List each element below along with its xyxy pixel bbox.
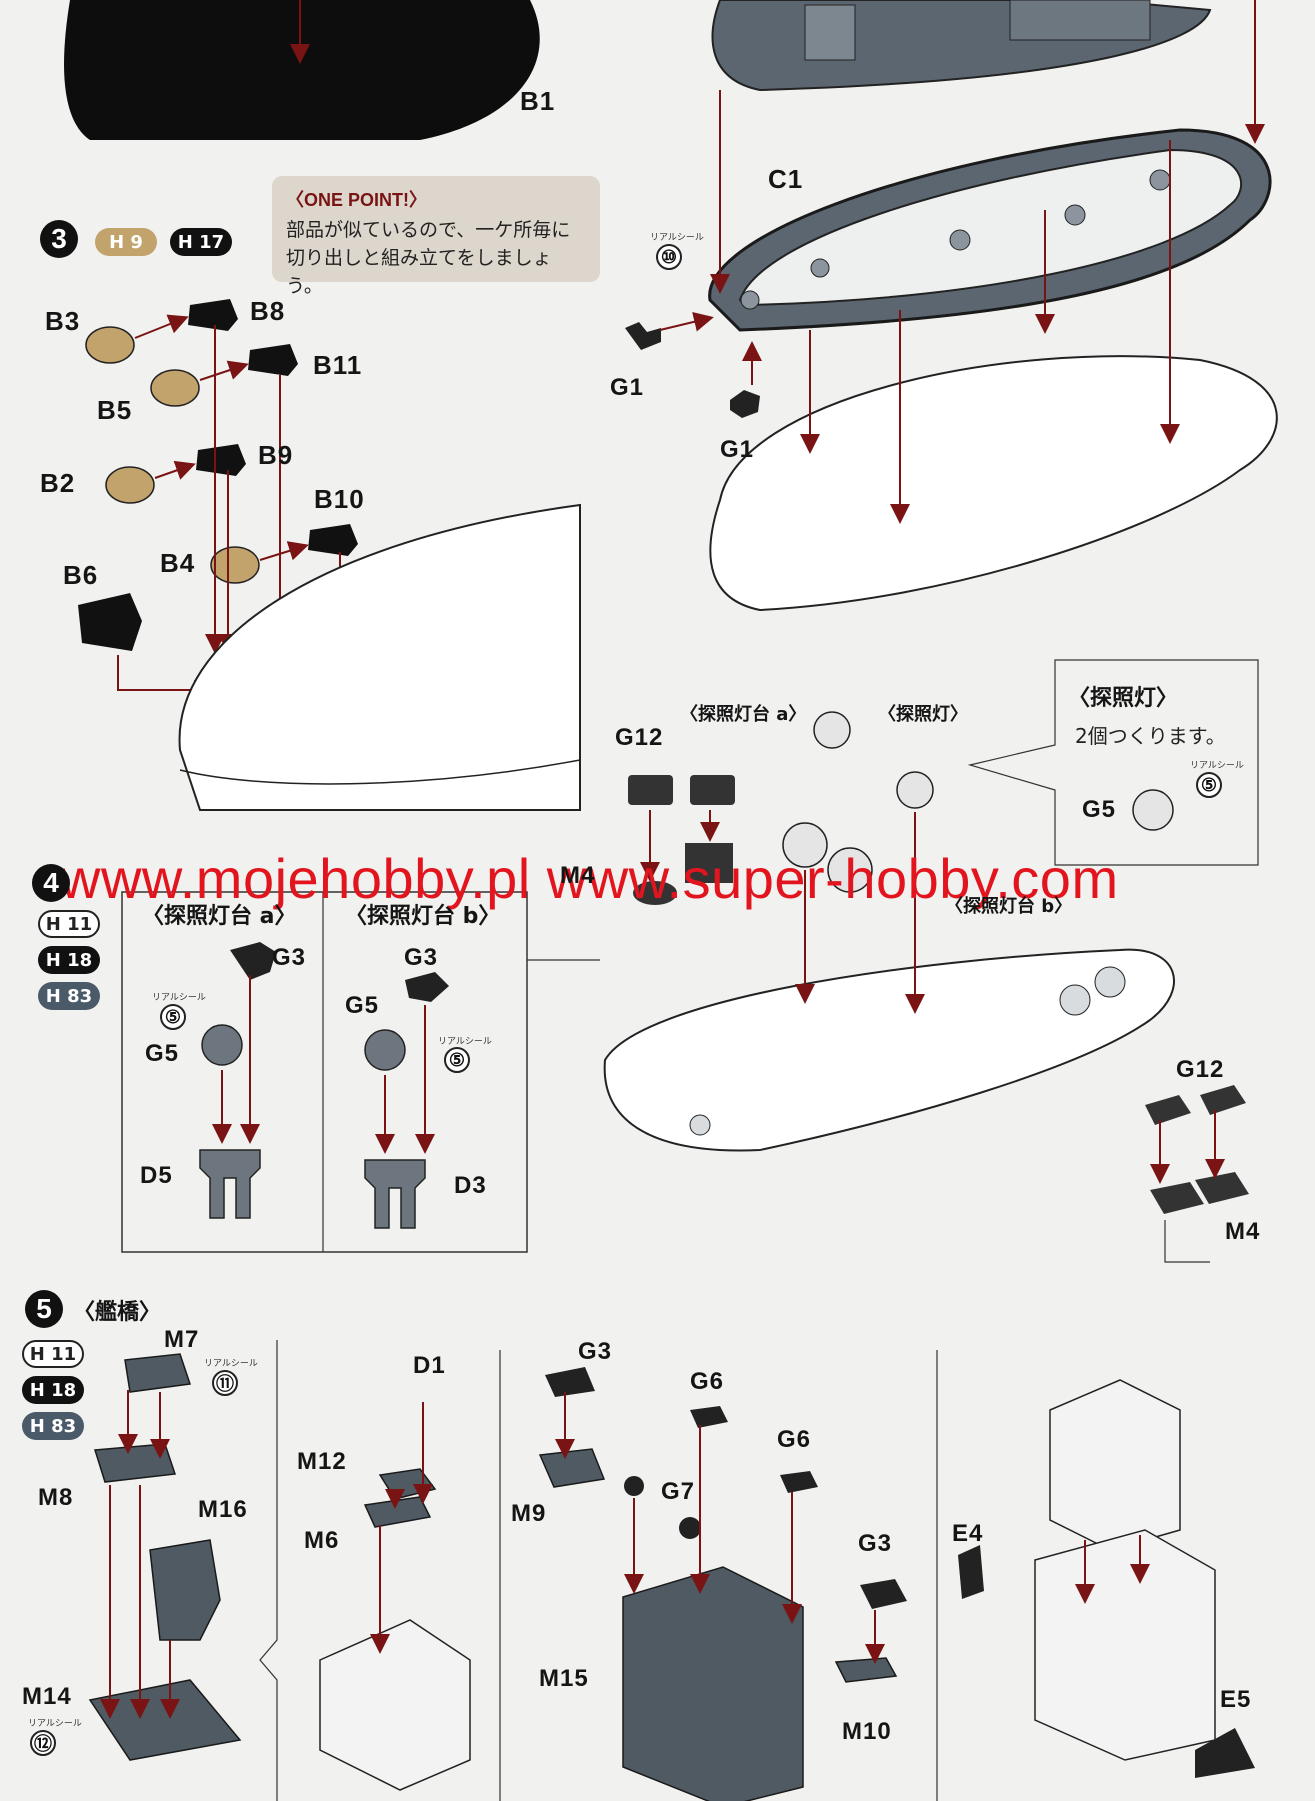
paint-chip-h11: H 11 (38, 910, 100, 938)
step-5-title: 〈艦橋〉 (73, 1300, 162, 1325)
sticker-11: ⑪ (212, 1370, 238, 1396)
part-label-m10: M10 (842, 1718, 892, 1745)
part-label-b3: B3 (45, 306, 81, 336)
bridge-white-b (1049, 1379, 1181, 1551)
sticker-caption-11: リアルシール (204, 1359, 258, 1369)
part-label-g1-bottom: G1 (720, 436, 755, 463)
paint-chip-h18-step5: H 18 (22, 1376, 84, 1404)
bridge-white-a (319, 1619, 471, 1791)
part-label-g5-b: G5 (345, 992, 380, 1019)
part-label-b2: B2 (40, 468, 76, 498)
part-label-g3-step5-a: G3 (578, 1338, 613, 1365)
lower-hull-shape (709, 355, 1278, 612)
part-label-d5: D5 (140, 1162, 173, 1189)
subtitle-searchlight-platform-b-mid: 〈探照灯台 b〉 (945, 896, 1073, 917)
part-label-b5: B5 (97, 395, 133, 425)
subtitle-searchlight-callout: 〈探照灯〉 (1068, 686, 1179, 711)
part-label-d1: D1 (413, 1352, 446, 1379)
step-4-number: 4 (32, 864, 70, 902)
part-label-b1: B1 (520, 86, 556, 116)
bridge-white-c (1034, 1529, 1216, 1761)
paint-chip-h11-step5: H 11 (22, 1340, 84, 1368)
searchlight-callout-text: 2個つくります。 (1075, 724, 1226, 748)
step4-hull-shape (603, 948, 1175, 1152)
part-label-g3-a: G3 (272, 944, 307, 971)
step-3-number: 3 (40, 220, 78, 258)
part-label-g3-step5-b: G3 (858, 1530, 893, 1557)
sticker-caption-12: リアルシール (28, 1719, 82, 1729)
part-label-m7: M7 (164, 1326, 200, 1353)
part-label-d3: D3 (454, 1172, 487, 1199)
step4-panel (121, 891, 528, 1253)
sticker-10: ⑩ (656, 244, 682, 270)
subtitle-searchlight-platform-b: 〈探照灯台 b〉 (345, 904, 501, 929)
step-5-number: 5 (25, 1290, 63, 1328)
part-label-e4: E4 (952, 1520, 984, 1547)
paint-chip-h9: H 9 (95, 228, 157, 256)
part-b1-shape (64, 0, 540, 140)
part-label-m4-right: M4 (1225, 1218, 1261, 1245)
part-label-e5: E5 (1220, 1686, 1252, 1713)
part-label-b9: B9 (258, 440, 294, 470)
searchlight-callout-box (967, 659, 1259, 866)
part-label-b6: B6 (63, 560, 99, 590)
part-label-g12-right: G12 (1176, 1056, 1225, 1083)
part-label-m16: M16 (198, 1496, 248, 1523)
part-label-g5-a: G5 (145, 1040, 180, 1067)
part-label-m8: M8 (38, 1484, 74, 1511)
sticker-5-b: ⑤ (444, 1047, 470, 1073)
part-label-b4: B4 (160, 548, 196, 578)
one-point-note: 〈ONE POINT!〉 部品が似ているので、一ケ所毎に 切り出しと組み立てをし… (272, 176, 600, 297)
part-label-b10: B10 (314, 484, 365, 514)
paint-chip-h83-step5: H 83 (22, 1412, 84, 1440)
part-label-m15: M15 (539, 1665, 589, 1692)
part-label-b8: B8 (250, 296, 286, 326)
subtitle-searchlight-platform-a: 〈探照灯台 a〉 (142, 904, 297, 929)
part-label-g3-b: G3 (404, 944, 439, 971)
sticker-5-a: ⑤ (160, 1004, 186, 1030)
step3-hull-shape (178, 503, 581, 811)
subtitle-searchlight-platform-a-mid: 〈探照灯台 a〉 (680, 704, 807, 725)
paint-chip-h18: H 18 (38, 946, 100, 974)
part-label-c1: C1 (768, 164, 804, 194)
part-label-m4-mid: M4 (560, 862, 596, 889)
part-label-m6: M6 (304, 1527, 340, 1554)
part-label-g5-callout: G5 (1082, 796, 1117, 823)
part-label-b11: B11 (313, 350, 363, 380)
one-point-line-1: 部品が似ているので、一ケ所毎に (286, 219, 571, 241)
part-label-m12: M12 (297, 1448, 347, 1475)
part-label-g6-a: G6 (690, 1368, 725, 1395)
paint-chip-h17: H 17 (170, 228, 232, 256)
one-point-title: 〈ONE POINT!〉 (286, 190, 428, 210)
part-label-m14: M14 (22, 1683, 72, 1710)
sticker-caption-5-b: リアルシール (438, 1037, 492, 1047)
sticker-caption-10: リアルシール (650, 233, 704, 243)
sticker-12: ⑫ (30, 1730, 56, 1756)
part-label-g12-mid: G12 (615, 724, 664, 751)
sticker-caption-5-a: リアルシール (152, 993, 206, 1003)
part-label-g7: G7 (661, 1478, 696, 1505)
watermark-text: www.mojehobby.pl www.super-hobby.com (60, 847, 1119, 910)
sticker-caption-5-callout: リアルシール (1190, 761, 1244, 771)
part-label-g6-b: G6 (777, 1426, 812, 1453)
sticker-5-callout: ⑤ (1196, 772, 1222, 798)
subtitle-searchlight-mid: 〈探照灯〉 (878, 704, 968, 725)
part-label-m9: M9 (511, 1500, 547, 1527)
part-label-g1-left: G1 (610, 374, 645, 401)
one-point-line-2: 切り出しと組み立てをしましょう。 (286, 247, 552, 297)
paint-chip-h83: H 83 (38, 982, 100, 1010)
